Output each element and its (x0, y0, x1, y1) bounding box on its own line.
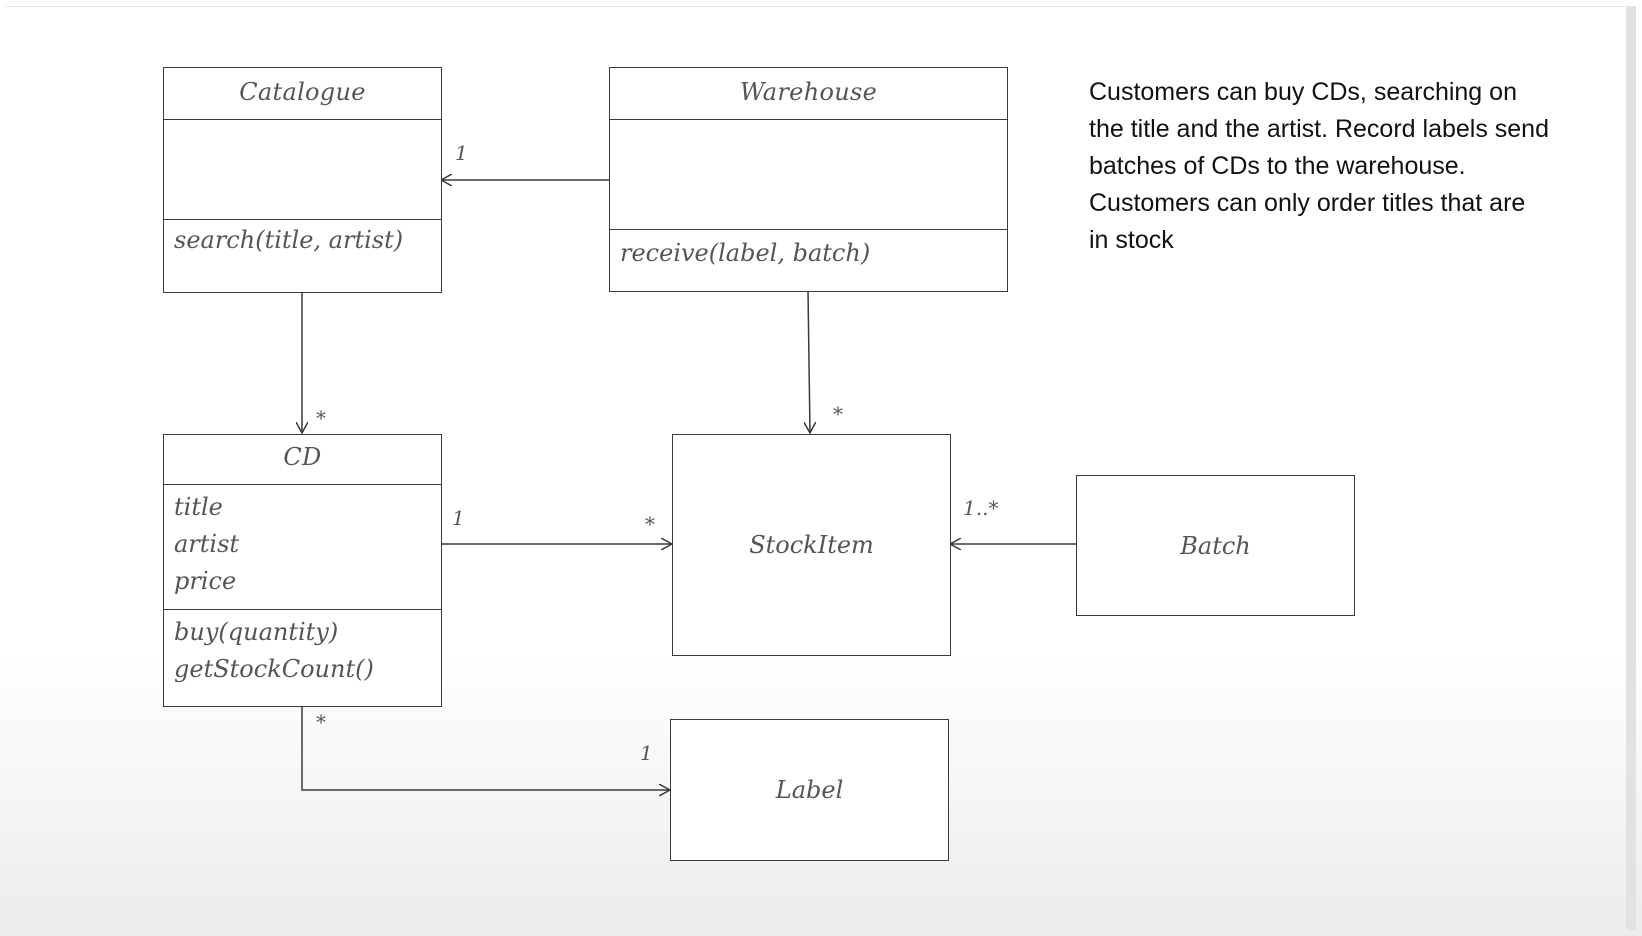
class-label: Label (670, 719, 949, 861)
attribute: artist (174, 530, 240, 558)
multiplicity-cd-stockitem-cd-end: 1 (452, 506, 465, 530)
class-cd-name: CD (283, 443, 322, 471)
class-catalogue-attributes (164, 119, 441, 219)
operation: search(title, artist) (174, 226, 404, 254)
assoc-warehouse-stockitem (808, 290, 810, 433)
class-warehouse-operations: receive(label, batch) (610, 229, 1007, 291)
class-label-name: Label (775, 776, 844, 804)
multiplicity-cd-stockitem-stock-end: * (645, 512, 655, 536)
class-warehouse-attributes (610, 119, 1007, 229)
class-cd: CD title artist price buy(quantity) getS… (163, 434, 442, 707)
class-cd-operations: buy(quantity) getStockCount() (164, 609, 441, 706)
class-stockitem-name: StockItem (749, 531, 874, 559)
class-catalogue-operations: search(title, artist) (164, 219, 441, 292)
class-catalogue: Catalogue search(title, artist) (163, 67, 442, 293)
multiplicity-warehouse-catalogue: 1 (455, 141, 468, 165)
multiplicity-warehouse-stockitem: * (833, 402, 843, 426)
class-catalogue-name: Catalogue (239, 78, 366, 106)
attribute: title (174, 493, 223, 521)
class-batch-name: Batch (1180, 531, 1251, 560)
class-stockitem: StockItem (672, 434, 951, 656)
attribute: price (174, 567, 237, 595)
class-cd-attributes: title artist price (164, 484, 441, 609)
class-warehouse: Warehouse receive(label, batch) (609, 67, 1008, 292)
slide-frame (6, 6, 1636, 930)
operation: receive(label, batch) (620, 239, 871, 267)
multiplicity-cd-label-cd-end: * (316, 710, 326, 734)
assoc-cd-label (302, 707, 670, 790)
multiplicity-batch-stockitem: 1..* (963, 496, 999, 520)
operation: getStockCount() (174, 655, 374, 683)
class-batch: Batch (1076, 475, 1355, 616)
operation: buy(quantity) (174, 618, 339, 646)
multiplicity-cd-label-label-end: 1 (640, 741, 653, 765)
class-warehouse-name: Warehouse (739, 78, 878, 106)
multiplicity-catalogue-cd: * (316, 406, 326, 430)
requirements-note: Customers can buy CDs, searching on the … (1089, 78, 1549, 254)
